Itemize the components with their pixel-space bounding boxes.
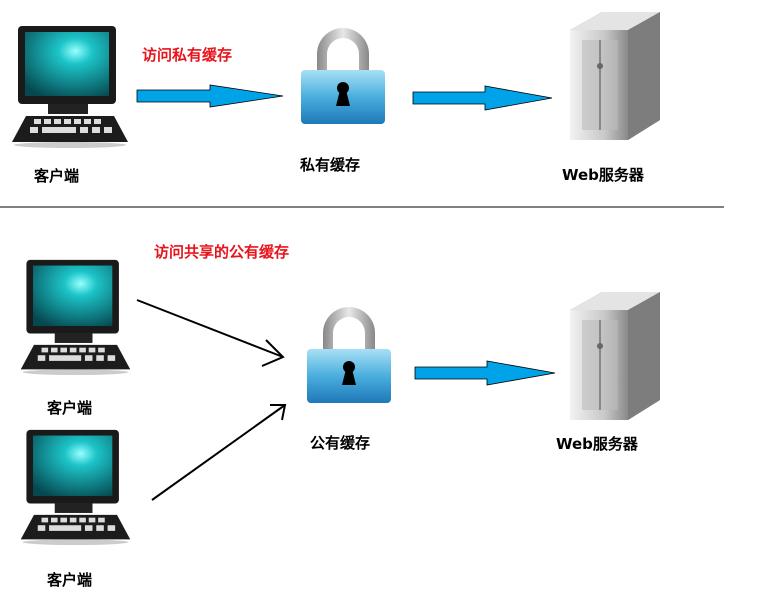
client-computer-icon [20, 429, 131, 546]
public-cache-lock-icon [307, 307, 391, 403]
private-access-caption: 访问私有缓存 [142, 46, 233, 64]
request-line-arrow [136, 299, 285, 367]
request-line-arrow [151, 404, 287, 501]
client-label: 客户端 [47, 571, 93, 589]
forward-arrow [412, 85, 553, 111]
web-server-icon [569, 11, 661, 141]
private-cache-label: 私有缓存 [300, 156, 361, 174]
web-server-icon [569, 291, 661, 421]
public-cache-label: 公有缓存 [310, 434, 371, 452]
public-access-caption: 访问共享的公有缓存 [154, 243, 290, 261]
private-cache-lock-icon [301, 28, 385, 124]
client-label: 客户端 [34, 167, 80, 185]
web-server-label: Web服务器 [556, 435, 638, 453]
web-server-label: Web服务器 [562, 166, 644, 184]
request-arrow [136, 84, 284, 108]
client-label: 客户端 [47, 399, 93, 417]
client-computer-icon [20, 259, 131, 376]
client-computer-icon [12, 26, 128, 148]
forward-arrow [414, 360, 556, 386]
